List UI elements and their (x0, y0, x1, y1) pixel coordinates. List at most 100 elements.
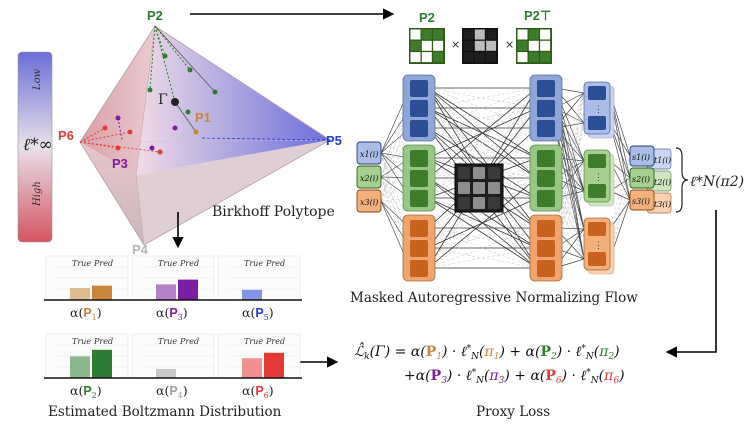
bar-true (242, 358, 262, 378)
panel-label: α(P3) (156, 305, 188, 322)
matrix-cell (486, 52, 497, 63)
input-x2: x2(i) (360, 174, 378, 183)
mask-cell (488, 182, 500, 194)
input-x3: x3(i) (360, 198, 378, 207)
proxy-loss: ℒ̂k(Γ) = α(P1) · ℓ*N(π1) + α(P2) · ℓ*N(π… (354, 341, 625, 420)
times-2: × (505, 38, 514, 51)
matrix-p2-transpose (516, 28, 552, 64)
mask-cell (473, 197, 485, 209)
panel-label: α(P5) (242, 305, 274, 322)
bar-true (156, 369, 176, 378)
input-x1: x1(i) (360, 150, 378, 159)
colorbar-low: Low (32, 68, 43, 91)
bar-true (242, 289, 262, 300)
matrix-cell (474, 40, 485, 51)
svg-text:⋮: ⋮ (594, 241, 603, 251)
vertex-p1: P1 (195, 110, 211, 125)
matrix-cell (410, 52, 421, 63)
mask-cell (473, 182, 485, 194)
output-t3: t3(i) (654, 200, 671, 209)
bar-pred (264, 352, 284, 378)
legend-pred: Pred (93, 337, 113, 346)
output-t1: t1(i) (654, 156, 671, 165)
vertex-p5: P5 (326, 133, 342, 148)
matrix-cell (410, 29, 421, 40)
matrix-cell (517, 29, 528, 40)
matrix-cell (517, 52, 528, 63)
mask-cell (458, 197, 470, 209)
proxy-loss-title: Proxy Loss (476, 404, 550, 420)
matrix-right-label: P2⊤ (524, 8, 551, 23)
matrix-cell (474, 29, 485, 40)
gamma-label: Γ (158, 92, 168, 108)
polytope-title: Birkhoff Polytope (212, 204, 335, 220)
output-brace (675, 147, 689, 213)
matrix-cell (540, 40, 551, 51)
polytope-samples (79, 25, 331, 155)
matrix-left-label: P2 (419, 10, 435, 25)
legend-pred: Pred (179, 259, 199, 268)
vertex-p4: P4 (132, 242, 149, 257)
vertex-p3: P3 (112, 156, 128, 171)
matrix-cell (463, 29, 474, 40)
matrix-cell (528, 40, 539, 51)
matrix-cell (517, 40, 528, 51)
hidden-layer-2 (529, 74, 563, 282)
bar-pred (178, 279, 198, 300)
input-nodes: x1(i) x2(i) x3(i) (356, 141, 382, 213)
vertex-p6: P6 (58, 128, 74, 143)
matrix-cell (421, 40, 432, 51)
matrix-cell (433, 29, 444, 40)
bar-true (70, 288, 90, 300)
bar-pred (92, 285, 112, 300)
arrow-to-proxy-loss (665, 210, 717, 358)
legend-true: True (72, 259, 91, 268)
matrix-cell (528, 52, 539, 63)
matrix-cell (433, 52, 444, 63)
panel-label: α(P4) (156, 383, 188, 400)
colorbar: Low High ℓ*∞ (17, 51, 53, 243)
svg-text:⋮: ⋮ (594, 105, 603, 115)
colorbar-high: High (32, 181, 43, 207)
flow-loss-label: ℓ*N(π2) (690, 174, 744, 190)
panel-label: α(P6) (242, 383, 274, 400)
bar-true (70, 356, 90, 378)
proxy-loss-line2: +α(P3) · ℓ*N(π3) + α(P6) · ℓ*N(π6) (404, 368, 625, 386)
legend-true: True (72, 337, 91, 346)
matrix-mask (462, 28, 498, 64)
matrix-cell (463, 52, 474, 63)
legend-true: True (244, 337, 263, 346)
legend-true: True (244, 259, 263, 268)
hidden-layer-3: ⋮ ⋮ ⋮ (583, 81, 615, 275)
legend-pred: Pred (265, 337, 285, 346)
flow-title: Masked Autoregressive Normalizing Flow (350, 290, 638, 306)
mask-cell (473, 167, 485, 179)
mask-cell (458, 182, 470, 194)
mask-cell (458, 167, 470, 179)
matrix-cell (528, 29, 539, 40)
matrix-cell (421, 29, 432, 40)
mask-cell (488, 197, 500, 209)
bar-true (156, 284, 176, 300)
output-t2: t2(i) (654, 178, 671, 187)
permutation-matrices: P2 P2⊤ × × (409, 8, 552, 64)
hidden-layer-1 (402, 74, 436, 282)
output-nodes: s1(i) t1(i) s2(i) t2(i) s3(i) t3(i) (629, 145, 672, 214)
birkhoff-polytope: Γ P2 P1 P6 P3 P5 P4 Birkhoff Polytope (58, 8, 342, 257)
proxy-loss-line1: ℒ̂k(Γ) = α(P1) · ℓ*N(π1) + α(P2) · ℓ*N(π… (354, 341, 620, 362)
legend-pred: Pred (179, 337, 199, 346)
output-s3: s3(i) (632, 197, 650, 206)
output-s2: s2(i) (632, 175, 650, 184)
matrix-cell (410, 40, 421, 51)
matrix-p2 (409, 28, 445, 64)
legend-pred: Pred (265, 259, 285, 268)
matrix-cell (433, 40, 444, 51)
times-1: × (451, 38, 460, 51)
